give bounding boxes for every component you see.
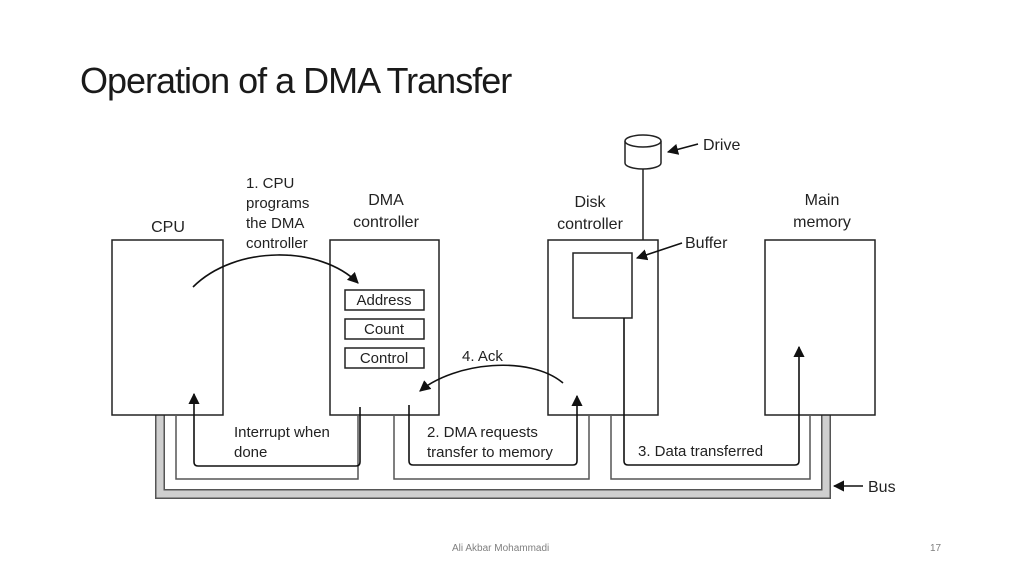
cpu-box (111, 239, 224, 416)
buffer-box (572, 252, 633, 319)
interrupt-line2: done (234, 444, 267, 461)
step2-line1: 2. DMA requests (427, 424, 538, 441)
step3-arrow (623, 318, 805, 466)
step1-line4: controller (246, 235, 308, 252)
register-control-label: Control (360, 350, 408, 367)
drive-label: Drive (703, 137, 740, 154)
register-count-label: Count (364, 321, 405, 338)
disk-label-line2: controller (557, 216, 623, 233)
buffer-pointer-arrow (635, 242, 683, 261)
interrupt-arrow (188, 392, 361, 467)
memory-label-line2: memory (793, 214, 851, 231)
bus-label: Bus (868, 479, 896, 496)
step1-line1: 1. CPU (246, 175, 294, 192)
step1-arrow (192, 254, 359, 288)
step2-arrow (408, 394, 583, 466)
page-number: 17 (930, 543, 942, 554)
cpu-label: CPU (151, 219, 185, 236)
buffer-label: Buffer (685, 235, 728, 252)
drive-pointer-arrow (666, 143, 699, 155)
main-memory-box (764, 239, 876, 416)
step4-arrow (419, 364, 564, 392)
step3-label: 3. Data transferred (638, 443, 763, 460)
register-count (344, 318, 425, 340)
footer-author: Ali Akbar Mohammadi (452, 543, 550, 554)
register-address-label: Address (356, 292, 411, 309)
step1-line3: the DMA (246, 215, 304, 232)
disk-label-line1: Disk (574, 194, 606, 211)
bus (155, 415, 831, 499)
register-address (344, 289, 425, 311)
step1-line2: programs (246, 195, 309, 212)
step4-label: 4. Ack (462, 348, 503, 365)
slide-title: Operation of a DMA Transfer (80, 60, 512, 101)
drive-icon (624, 134, 662, 240)
register-control (344, 347, 425, 369)
memory-label-line1: Main (805, 192, 840, 209)
dma-label-line1: DMA (368, 192, 404, 209)
dma-label-line2: controller (353, 214, 419, 231)
step2-line2: transfer to memory (427, 444, 553, 461)
interrupt-line1: Interrupt when (234, 424, 330, 441)
